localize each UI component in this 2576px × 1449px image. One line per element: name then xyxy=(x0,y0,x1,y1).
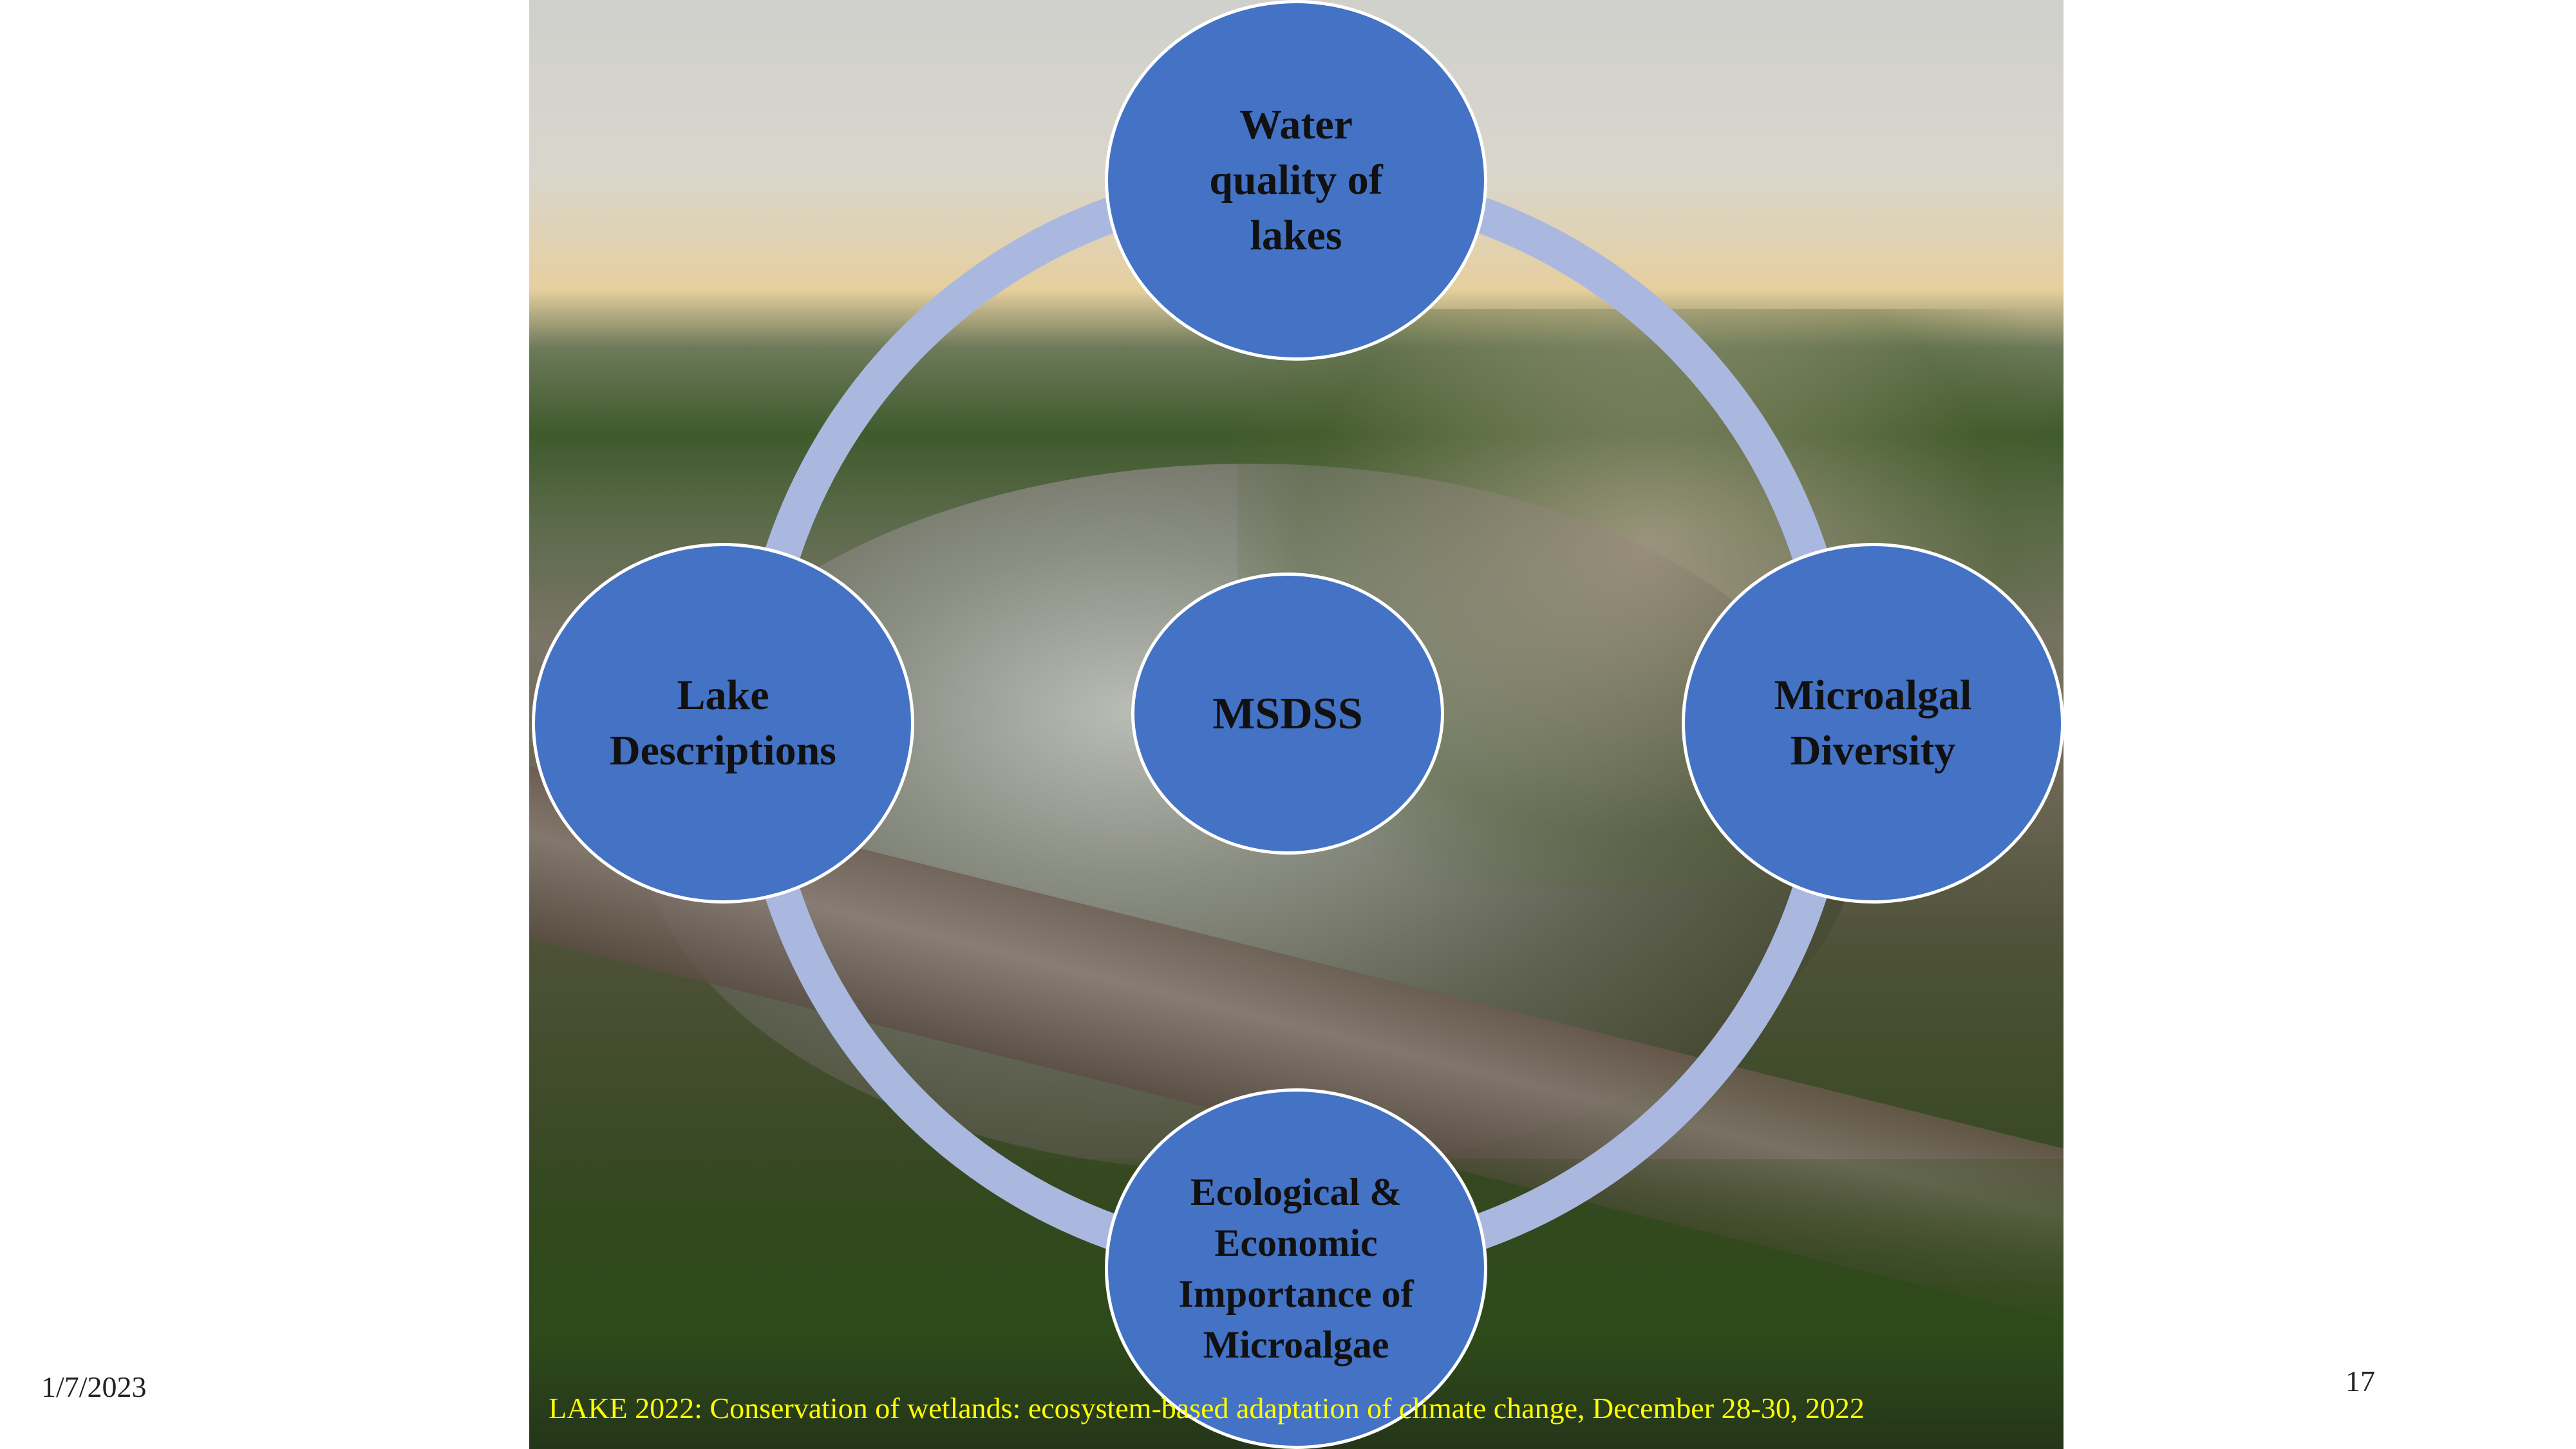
slide-date: 1/7/2023 xyxy=(41,1370,147,1403)
node-msdss: MSDSS xyxy=(1131,573,1444,855)
footer-text: LAKE 2022: Conservation of wetlands: eco… xyxy=(549,1392,1865,1425)
node-water-quality: Water quality of lakes xyxy=(1105,0,1487,361)
slide-number: 17 xyxy=(2346,1365,2375,1397)
node-microalgal-diversity: Microalgal Diversity xyxy=(1682,543,2064,904)
node-ecological-importance: Ecological & Economic Importance of Micr… xyxy=(1105,1088,1487,1449)
node-lake-descriptions: Lake Descriptions xyxy=(532,543,914,904)
